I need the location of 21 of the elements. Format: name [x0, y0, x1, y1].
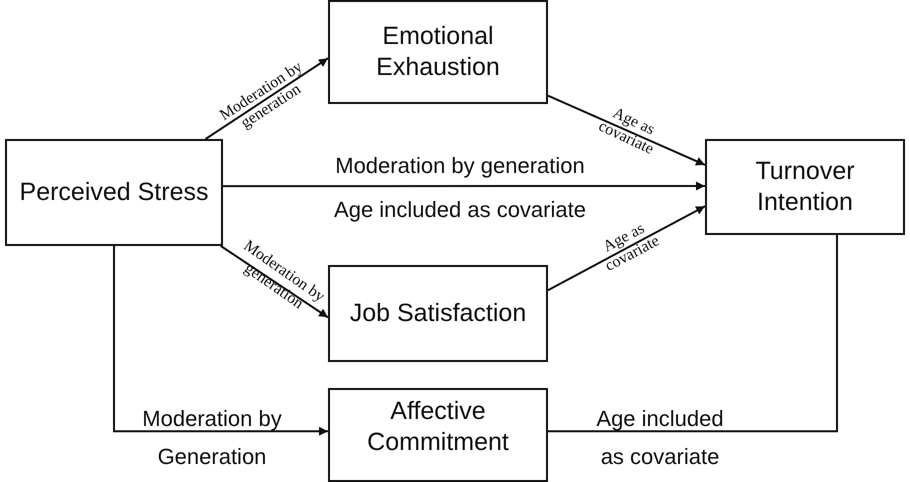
variable-box [328, 265, 548, 362]
variable-box [705, 139, 905, 235]
arrow [220, 245, 329, 318]
variable-name: Job Satisfaction [350, 298, 526, 329]
arrow [548, 205, 706, 292]
arrow [113, 246, 328, 436]
variable-box [328, 0, 548, 104]
variable-box [328, 388, 548, 482]
connector-line [548, 235, 838, 432]
variable-box [5, 139, 223, 246]
arrow [223, 182, 705, 191]
variable-name: Affective Commitment [366, 396, 510, 458]
edge-label: Age included as covariate [595, 405, 725, 471]
variable-name: Emotional Exhaustion [375, 20, 501, 83]
variable-name: Turnover Intention [754, 156, 856, 218]
arrow [548, 94, 706, 166]
arrow [205, 57, 329, 140]
variable-name: Perceived Stress [20, 176, 208, 208]
edge-label: Moderation by generation [334, 153, 586, 180]
edge-label: Moderation by Generation [141, 405, 283, 471]
covariate-note: Age included as covariate [333, 197, 587, 224]
